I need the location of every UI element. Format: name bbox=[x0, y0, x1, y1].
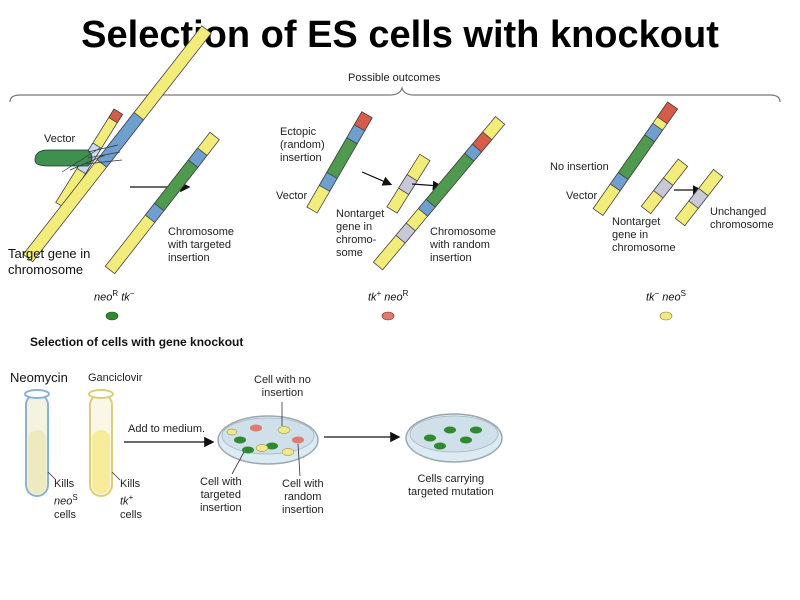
panel3-genotype: tk− neoS bbox=[646, 289, 686, 304]
dish-mixed bbox=[217, 415, 319, 465]
panel3-unchanged-label: Unchanged chromosome bbox=[710, 206, 774, 231]
add-medium-label: Add to medium. bbox=[128, 423, 206, 435]
panel3-cell bbox=[659, 311, 673, 321]
neomycin-tube bbox=[24, 389, 50, 497]
dish-mixed-cells bbox=[226, 424, 304, 456]
outcomes-header: Possible outcomes bbox=[348, 72, 441, 84]
panel3-vector bbox=[592, 101, 679, 216]
ganciclovir-label: Ganciclovir bbox=[88, 372, 143, 384]
targeted-cell-label: Cell with targeted insertion bbox=[200, 476, 242, 514]
panel2-genotype: tk+ neoR bbox=[368, 289, 409, 304]
panel3-no-insertion-label: No insertion bbox=[550, 161, 609, 173]
panel2-vector bbox=[306, 111, 373, 214]
panel2-arrow-a bbox=[361, 171, 393, 186]
dish-pointer-random bbox=[297, 443, 301, 477]
neomycin-label: Neomycin bbox=[10, 370, 68, 385]
panel1-result-label: Chromosome with targeted insertion bbox=[168, 226, 235, 264]
selection-heading: Selection of cells with gene knockout bbox=[30, 335, 244, 349]
panel3-nontarget-label: Nontarget gene in chromosome bbox=[612, 216, 676, 254]
ganciclovir-tube bbox=[88, 389, 114, 497]
panel1-target-gene-label: Target gene in chromosome bbox=[8, 246, 91, 277]
kills1-pointer bbox=[47, 471, 57, 481]
panel2-arrow-b bbox=[411, 180, 443, 191]
panel2-vector-label: Vector bbox=[276, 190, 308, 202]
panel1-genotype: neoR tk− bbox=[94, 289, 135, 304]
panel2-result-label: Chromosome with random insertion bbox=[430, 226, 497, 264]
dish-selected-cells bbox=[424, 426, 482, 450]
panel3-unchanged bbox=[674, 168, 724, 227]
dish-selected bbox=[405, 413, 503, 463]
panel3-nontarget bbox=[640, 158, 689, 215]
panel1-result-chromosome bbox=[104, 131, 220, 275]
kills-tk-label: Kills tk+ cells bbox=[120, 478, 143, 521]
panel2-result-chromosome bbox=[372, 116, 506, 271]
no-insertion-cell-label: Cell with no insertion bbox=[254, 374, 311, 399]
carrying-mutation-label: Cells carrying targeted mutation bbox=[408, 473, 494, 498]
kills-neo-label: Kills neoS cells bbox=[54, 478, 78, 521]
random-cell-label: Cell with random insertion bbox=[282, 478, 324, 516]
panel2-nontarget-label: Nontarget gene in chromo- some bbox=[336, 208, 385, 259]
outcomes-brace bbox=[9, 85, 781, 103]
panel2-ectopic-label: Ectopic (random) insertion bbox=[280, 126, 325, 164]
panel1-vector-label: Vector bbox=[44, 133, 76, 145]
panel2-cell bbox=[381, 311, 395, 321]
kills2-pointer bbox=[111, 471, 121, 481]
panel3-vector-label: Vector bbox=[566, 190, 598, 202]
panel1-vector-chromosome bbox=[22, 25, 212, 263]
panel2-nontarget bbox=[386, 153, 431, 214]
dish-pointer-targeted bbox=[231, 451, 245, 475]
panel1-cell bbox=[105, 311, 119, 321]
